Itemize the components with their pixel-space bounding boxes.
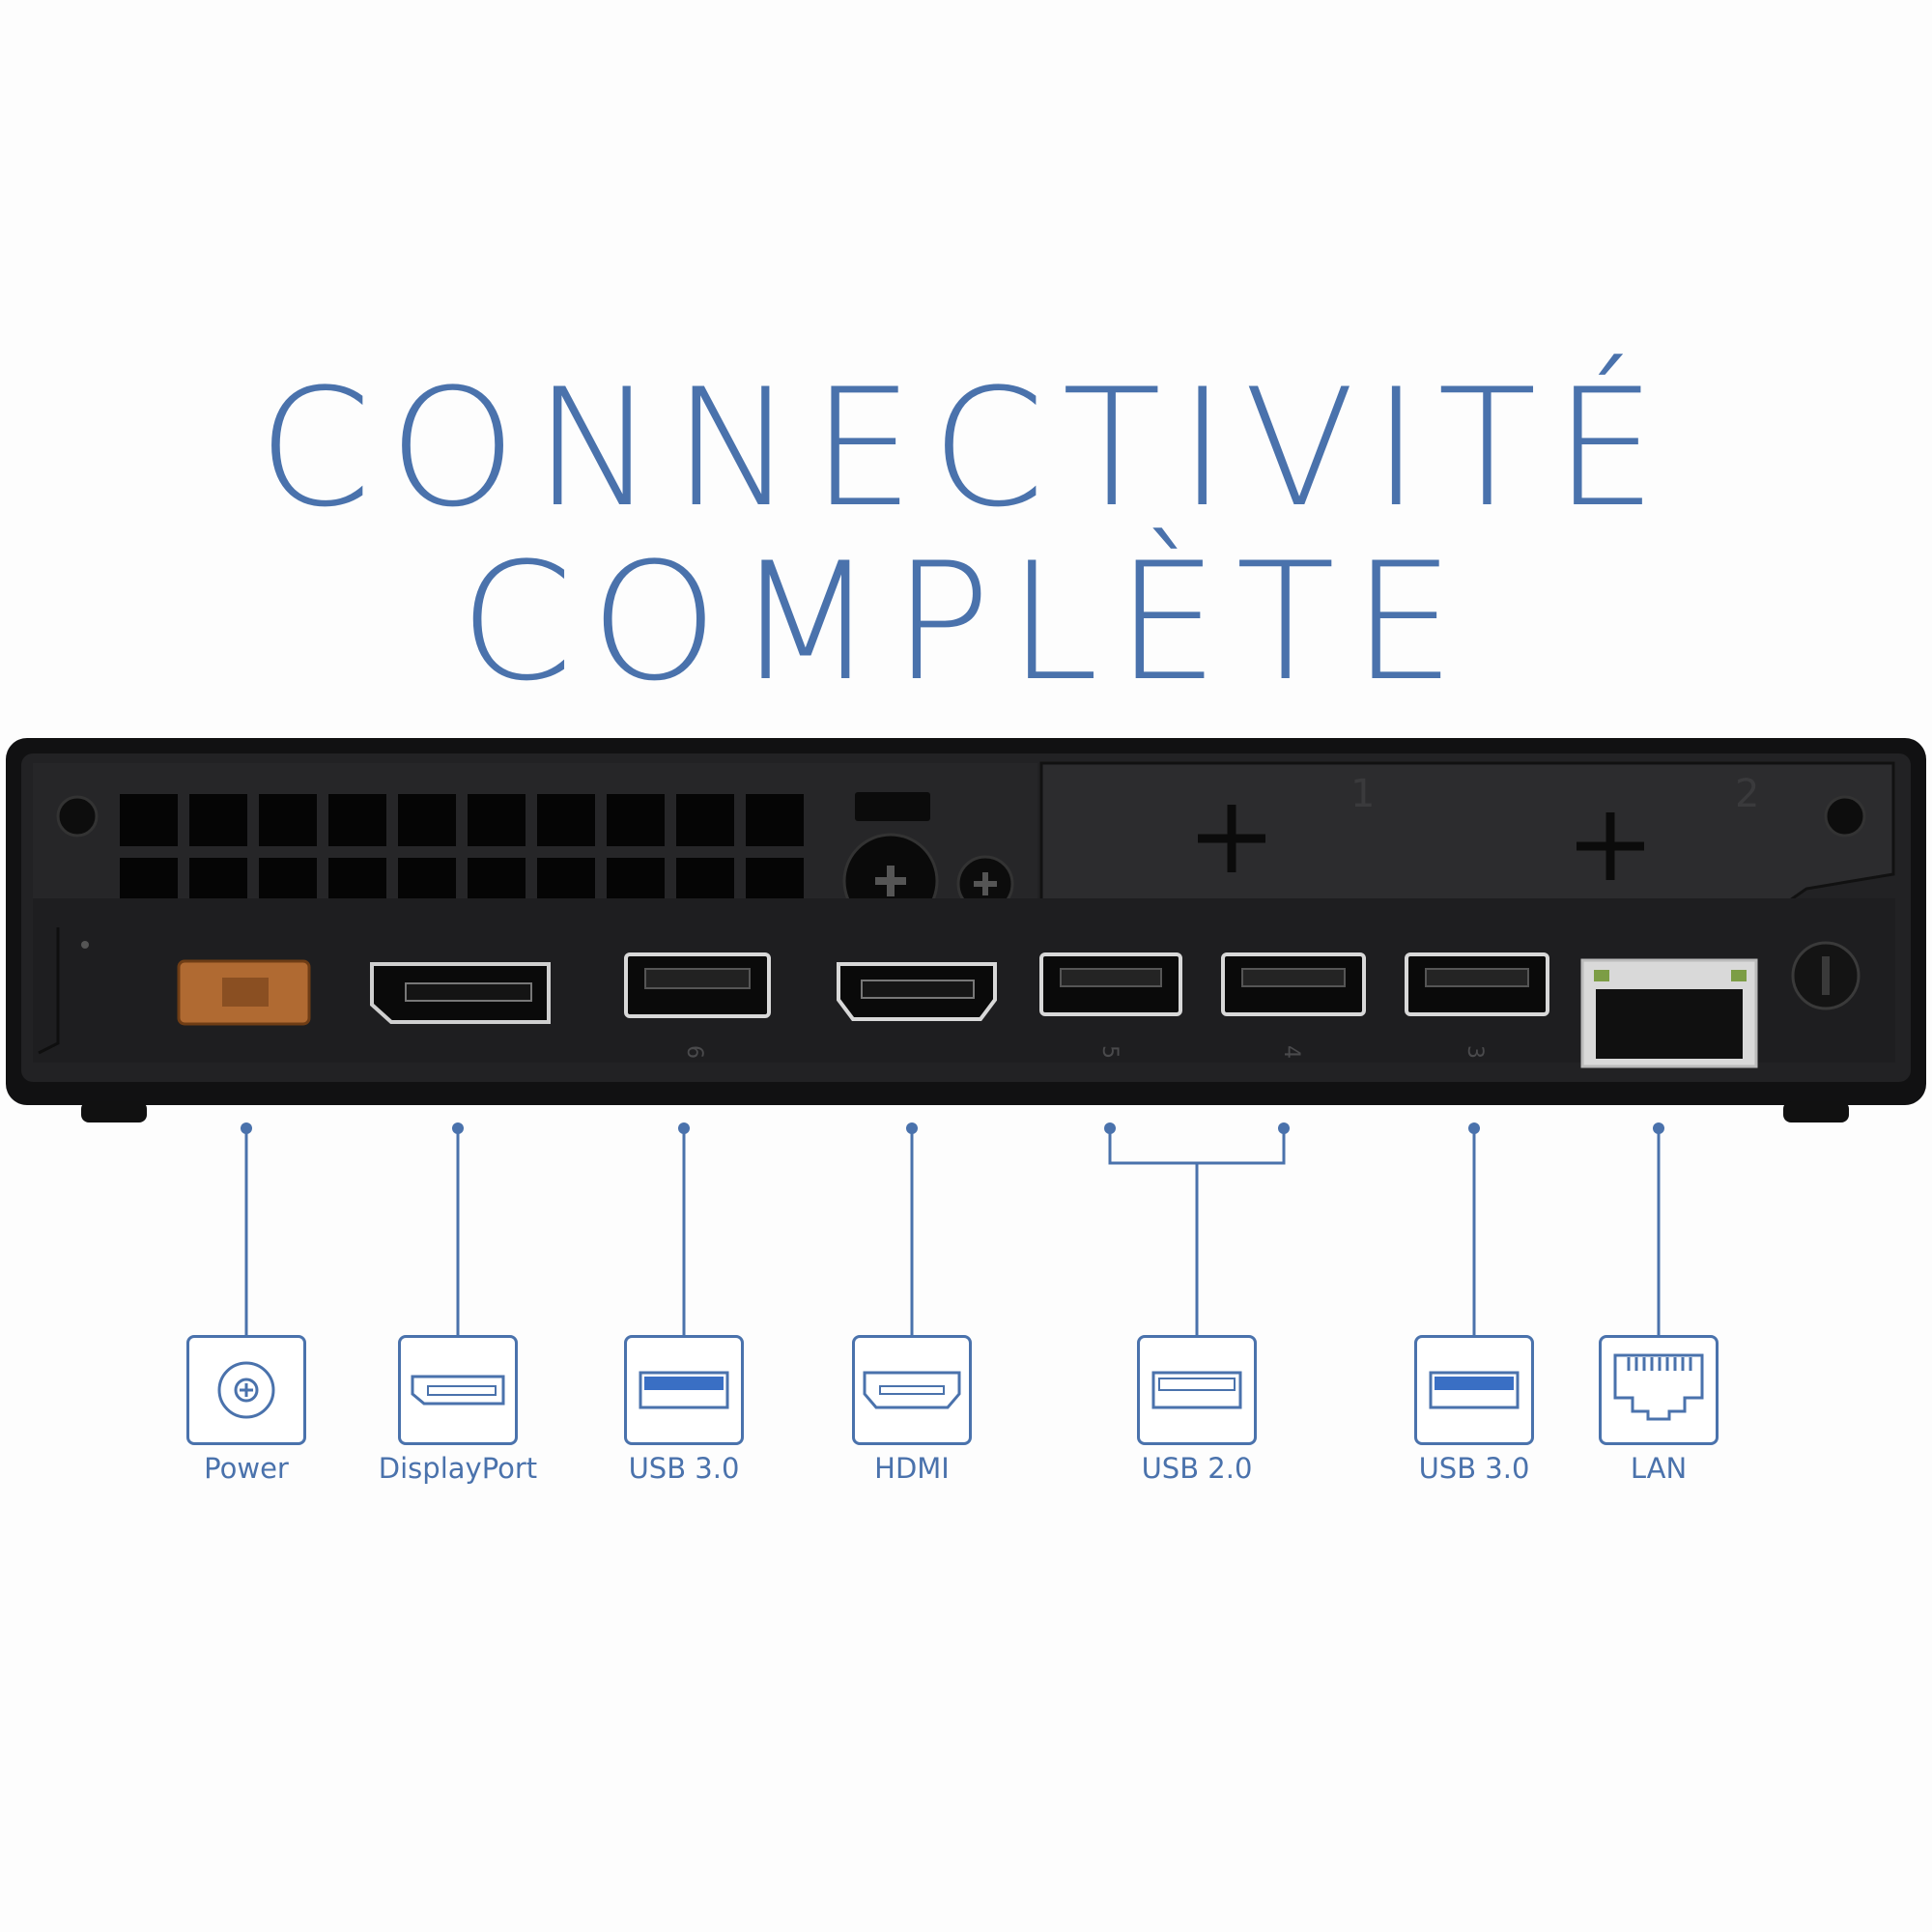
callout-lines [244, 1128, 1661, 1337]
lan-icon-box [1599, 1335, 1719, 1445]
usb3-icon [1429, 1371, 1520, 1409]
title-line-2: COMPLÈTE [459, 527, 1473, 717]
power-icon [217, 1361, 275, 1419]
usb3-icon-box-2 [1414, 1335, 1534, 1445]
hdmi-icon-box [852, 1335, 972, 1445]
usb2-icon-box [1137, 1335, 1257, 1445]
port-number-5: 5 [1097, 1045, 1122, 1059]
port-number-3: 3 [1463, 1045, 1487, 1059]
displayport-icon [411, 1375, 505, 1406]
hdmi-icon [863, 1371, 961, 1409]
title-line-1: CONNECTIVITÉ [258, 354, 1674, 543]
power-icon-box [186, 1335, 306, 1445]
label-displayport: DisplayPort [378, 1452, 538, 1485]
lan-icon [1613, 1353, 1704, 1421]
displayport-icon-box [398, 1335, 518, 1445]
label-lan: LAN [1630, 1452, 1688, 1485]
label-usb3-right: USB 3.0 [1418, 1452, 1530, 1485]
label-usb2: USB 2.0 [1141, 1452, 1253, 1485]
label-power: Power [204, 1452, 289, 1485]
svg-text:2: 2 [1735, 772, 1759, 816]
usb3-icon-box-1 [624, 1335, 744, 1445]
usb2-icon [1151, 1371, 1242, 1409]
port-number-4: 4 [1279, 1045, 1303, 1059]
label-hdmi: HDMI [874, 1452, 950, 1485]
usb3-icon [639, 1371, 729, 1409]
label-usb3-left: USB 3.0 [628, 1452, 740, 1485]
svg-text:1: 1 [1350, 772, 1375, 816]
port-number-6: 6 [682, 1045, 706, 1059]
